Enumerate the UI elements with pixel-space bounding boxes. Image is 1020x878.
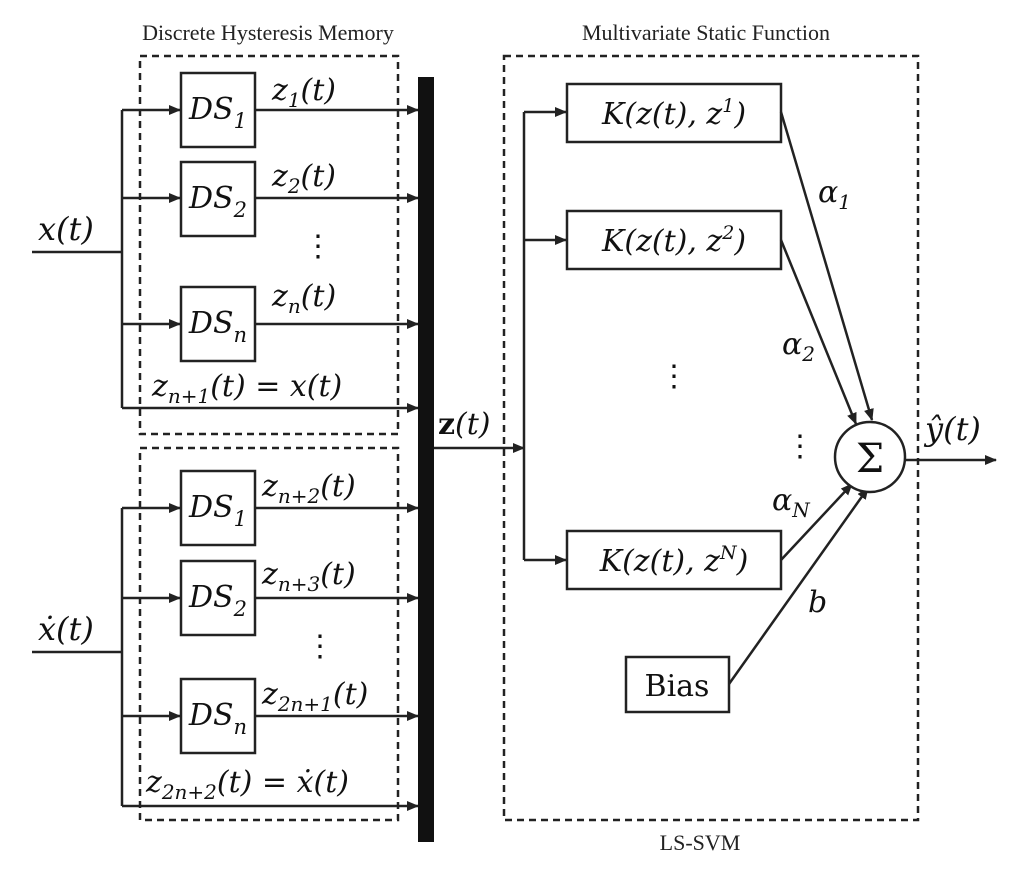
input-x-label: x(t) <box>38 210 94 248</box>
lower-out-label-1: zn+2(t) <box>261 469 356 508</box>
kernel-ellipsis: ⋮ <box>659 359 689 394</box>
lower-ds-block-3 <box>179 677 257 755</box>
upper-ds-2-label: DS2 <box>188 181 247 222</box>
weight-label-2: α2 <box>782 327 815 366</box>
lower-ds-2-label: DS2 <box>188 580 247 621</box>
lower-passthrough-label: z2n+2(t) = ẋ(t) <box>145 765 349 804</box>
upper-memory-group <box>138 54 400 436</box>
bias-line <box>727 487 870 685</box>
weight-line-3 <box>780 483 853 561</box>
bias-weight-label: b <box>808 585 827 620</box>
output-label: ŷ(t) <box>923 410 981 448</box>
summation-node <box>833 420 907 494</box>
weight-ellipsis: ⋮ <box>785 429 815 464</box>
upper-ds-3-label: DSn <box>188 306 247 347</box>
lower-ellipsis: ⋮ <box>305 629 335 664</box>
weight-line-2 <box>779 239 858 425</box>
lssvm-caption: LS-SVM <box>660 830 741 855</box>
memory-title: Discrete Hysteresis Memory <box>142 20 394 45</box>
upper-out-label-1: z1(t) <box>271 73 336 112</box>
weight-line-1 <box>779 111 874 421</box>
upper-passthrough-label: zn+1(t) = x(t) <box>151 369 342 408</box>
upper-out-label-2: z2(t) <box>271 159 336 198</box>
static-function-group <box>502 54 920 822</box>
lower-ds-3-label: DSn <box>188 698 247 739</box>
kernel-label-3: K(z(t), zN) <box>599 542 749 579</box>
bus-label: z(t) <box>438 407 491 442</box>
kernel-block-2 <box>565 209 783 271</box>
bias-label: Bias <box>645 669 710 704</box>
input-xdot-label: ẋ(t) <box>38 610 94 648</box>
kernel-block-3 <box>565 529 783 591</box>
bias-block <box>624 655 731 714</box>
lower-out-label-3: z2n+1(t) <box>261 677 368 716</box>
lower-memory-group <box>138 446 400 822</box>
upper-out-label-3: zn(t) <box>271 279 336 318</box>
lower-ds-1-label: DS1 <box>188 490 247 531</box>
kernel-label-1: K(z(t), z1) <box>601 95 746 132</box>
weight-label-1: α1 <box>818 175 851 214</box>
sum-icon: Σ <box>856 436 884 482</box>
kernel-label-2: K(z(t), z2) <box>601 222 746 259</box>
upper-ds-1-label: DS1 <box>188 92 247 133</box>
upper-ellipsis: ⋮ <box>303 229 333 264</box>
static-function-title: Multivariate Static Function <box>582 20 830 45</box>
weight-label-3: αN <box>772 483 811 522</box>
signal-bus <box>418 77 434 842</box>
lower-out-label-2: zn+3(t) <box>261 557 356 596</box>
lower-ds-block-1 <box>179 469 257 547</box>
